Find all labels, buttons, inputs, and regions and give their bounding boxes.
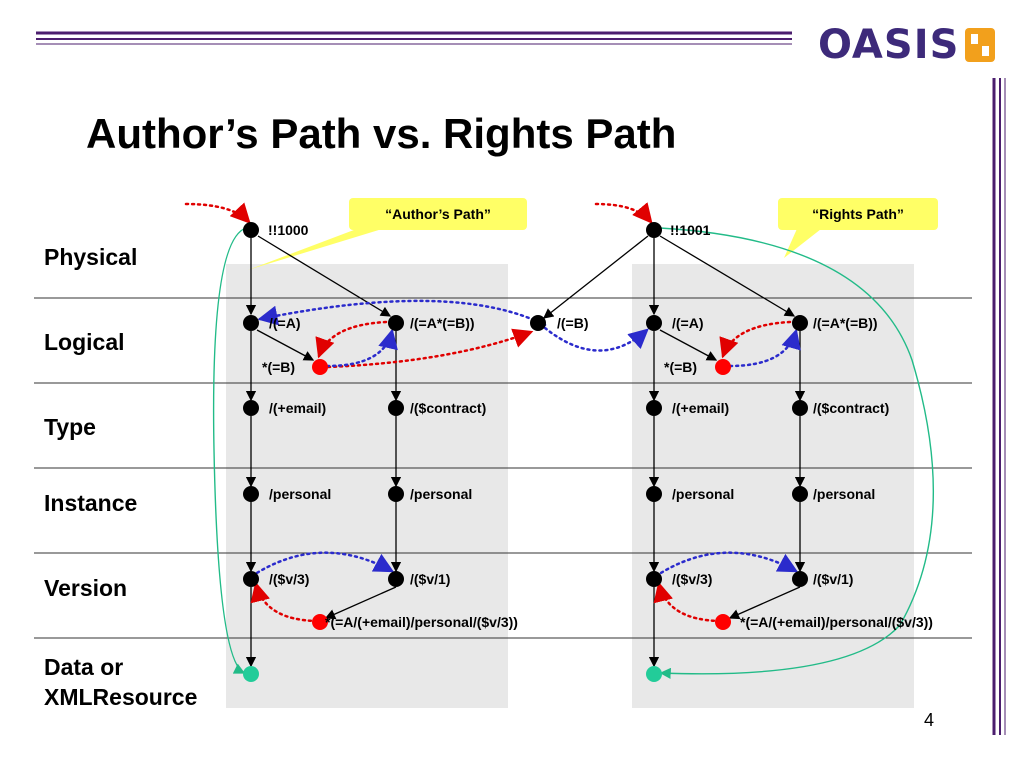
label-left-personal1: /personal — [269, 486, 331, 502]
label-right-email: /(+email) — [672, 400, 729, 416]
structure-arrows — [245, 235, 806, 668]
nodes — [243, 222, 808, 682]
node-left-a — [243, 315, 259, 331]
label-right-a: /(=A) — [672, 315, 704, 331]
node-right-personal2 — [792, 486, 808, 502]
row-label-physical: Physical — [44, 244, 138, 270]
callout-rights-path: “Rights Path” — [778, 198, 938, 258]
label-left-red-bottom: *(=A/(+email)/personal/($v/3)) — [325, 614, 518, 630]
row-label-instance: Instance — [44, 490, 138, 516]
oasis-logo: OASIS — [818, 22, 996, 68]
row-label-xmlresource: XMLResource — [44, 684, 198, 710]
node-right-email — [646, 400, 662, 416]
label-right-v1: /($v/1) — [813, 571, 853, 587]
node-left-personal2 — [388, 486, 404, 502]
node-right-star-b — [715, 359, 731, 375]
row-separators — [34, 297, 972, 639]
node-left-red-bottom — [312, 614, 328, 630]
node-right-red-bottom — [715, 614, 731, 630]
label-right-star-b: *(=B) — [664, 359, 697, 375]
label-left-v1: /($v/1) — [410, 571, 450, 587]
label-left-v3: /($v/3) — [269, 571, 309, 587]
node-right-data — [646, 666, 662, 682]
node-left-contract — [388, 400, 404, 416]
logo-text: OASIS — [818, 22, 960, 68]
label-shared-b: /(=B) — [557, 315, 589, 331]
label-left-ab: /(=A*(=B)) — [410, 315, 475, 331]
label-left-email: /(+email) — [269, 400, 326, 416]
right-panel — [632, 264, 914, 708]
red-dotted-arrows — [184, 202, 792, 623]
label-right-ab: /(=A*(=B)) — [813, 315, 878, 331]
node-labels: !!1000 !!1001 /(=B) /(=A) /(=A*(=B)) *(=… — [262, 222, 933, 630]
callout-authors-path: “Author’s Path” — [248, 198, 527, 270]
label-root-left: !!1000 — [268, 222, 309, 238]
oasis-logo-mark-icon — [965, 28, 996, 62]
callout-rights-path-label: “Rights Path” — [812, 206, 904, 222]
teal-curves — [212, 227, 934, 679]
node-shared-b — [530, 315, 546, 331]
row-label-type: Type — [44, 414, 96, 440]
node-left-star-b — [312, 359, 328, 375]
node-root-left — [243, 222, 259, 238]
node-left-email — [243, 400, 259, 416]
callout-authors-path-label: “Author’s Path” — [385, 206, 491, 222]
node-right-v3 — [646, 571, 662, 587]
slide-title: Author’s Path vs. Rights Path — [86, 110, 677, 157]
node-right-v1 — [792, 571, 808, 587]
label-right-red-bottom: *(=A/(+email)/personal/($v/3)) — [740, 614, 933, 630]
row-label-data-or: Data or — [44, 654, 124, 680]
node-left-personal1 — [243, 486, 259, 502]
node-right-ab — [792, 315, 808, 331]
node-left-ab — [388, 315, 404, 331]
label-root-right: !!1001 — [670, 222, 711, 238]
page-number: 4 — [924, 710, 935, 730]
node-root-right — [646, 222, 662, 238]
node-right-a — [646, 315, 662, 331]
label-right-personal1: /personal — [672, 486, 734, 502]
label-left-star-b: *(=B) — [262, 359, 295, 375]
blue-dotted-arrows — [250, 299, 801, 578]
label-left-contract: /($contract) — [410, 400, 486, 416]
node-left-v3 — [243, 571, 259, 587]
row-label-logical: Logical — [44, 329, 125, 355]
label-right-v3: /($v/3) — [672, 571, 712, 587]
row-label-version: Version — [44, 575, 128, 601]
node-right-personal1 — [646, 486, 662, 502]
node-left-data — [243, 666, 259, 682]
label-right-contract: /($contract) — [813, 400, 889, 416]
label-right-personal2: /personal — [813, 486, 875, 502]
label-left-a: /(=A) — [269, 315, 301, 331]
node-right-contract — [792, 400, 808, 416]
label-left-personal2: /personal — [410, 486, 472, 502]
node-left-v1 — [388, 571, 404, 587]
